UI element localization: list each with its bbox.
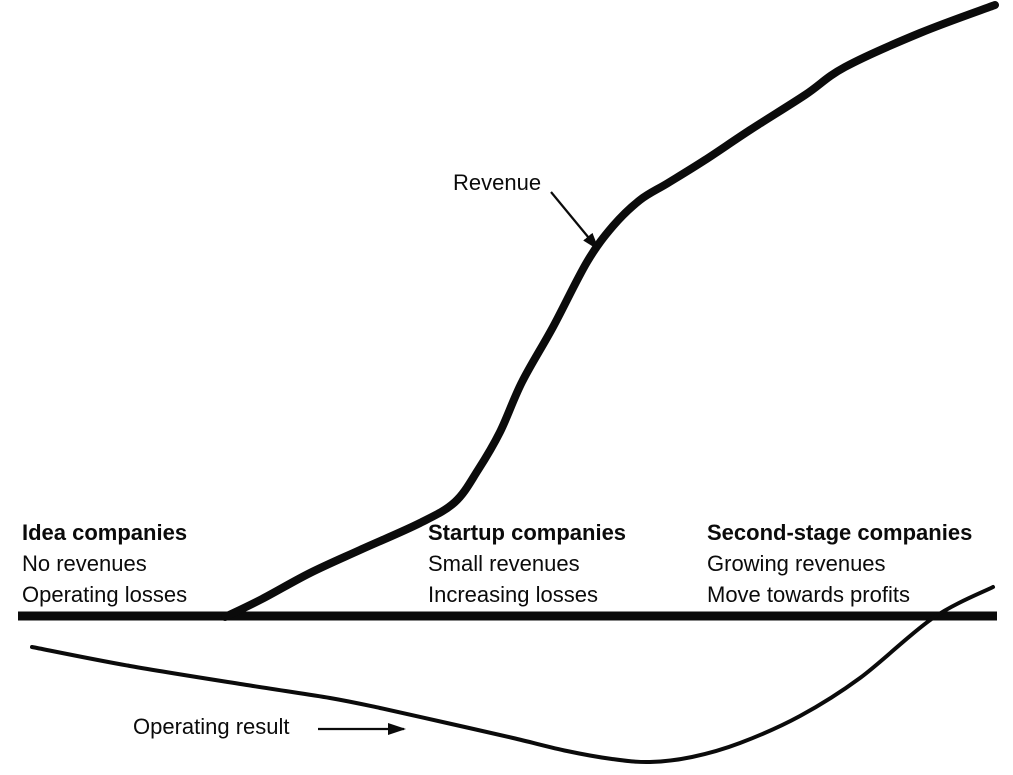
stage-title: Idea companies: [22, 520, 188, 545]
stage-line: Operating losses: [22, 582, 188, 607]
stage-block-second-stage-companies: Second-stage companies Growing revenues …: [707, 517, 972, 610]
stage-line: Move towards profits: [707, 582, 910, 607]
stage-line: No revenues: [22, 551, 147, 576]
stage-block-idea-companies: Idea companies No revenues Operating los…: [22, 517, 187, 610]
stage-line: Increasing losses: [428, 582, 598, 607]
operating-result-label: Operating result: [133, 714, 290, 739]
stage-line: Small revenues: [428, 551, 580, 576]
stage-title: Second-stage companies: [707, 520, 973, 545]
operating-result-curve: [30, 585, 995, 765]
revenue-label: Revenue: [453, 170, 542, 195]
revenue-arrow: [550, 191, 600, 251]
stage-line: Growing revenues: [707, 551, 886, 576]
stage-block-startup-companies: Startup companies Small revenues Increas…: [428, 517, 626, 610]
stage-title: Startup companies: [428, 520, 627, 545]
revenue-curve: [221, 1, 999, 621]
